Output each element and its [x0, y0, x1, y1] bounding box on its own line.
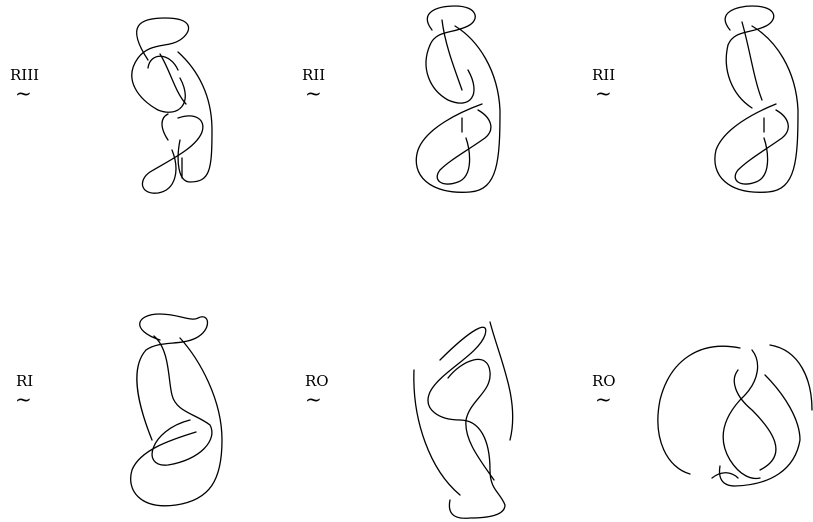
equivalence-tilde-2: ~	[305, 81, 322, 105]
equivalence-tilde-1: ~	[15, 81, 32, 105]
move-relation-5: RO ~	[305, 372, 329, 411]
equivalence-tilde-6: ~	[595, 387, 612, 411]
knot-diagram-6	[658, 345, 812, 486]
knot-diagram-5	[414, 322, 513, 518]
move-relation-3: RII ~	[592, 66, 615, 105]
knot-diagram-3	[715, 6, 798, 192]
move-relation-1: RIII ~	[10, 66, 39, 105]
equivalence-tilde-4: ~	[15, 387, 32, 411]
move-relation-4: RI ~	[15, 372, 33, 411]
knot-diagram-4	[131, 314, 222, 506]
move-relation-6: RO ~	[592, 372, 616, 411]
move-relation-2: RII ~	[302, 66, 325, 105]
knot-diagram-2	[416, 6, 500, 192]
equivalence-tilde-5: ~	[305, 387, 322, 411]
equivalence-tilde-3: ~	[595, 81, 612, 105]
knot-diagram-1	[132, 18, 212, 193]
